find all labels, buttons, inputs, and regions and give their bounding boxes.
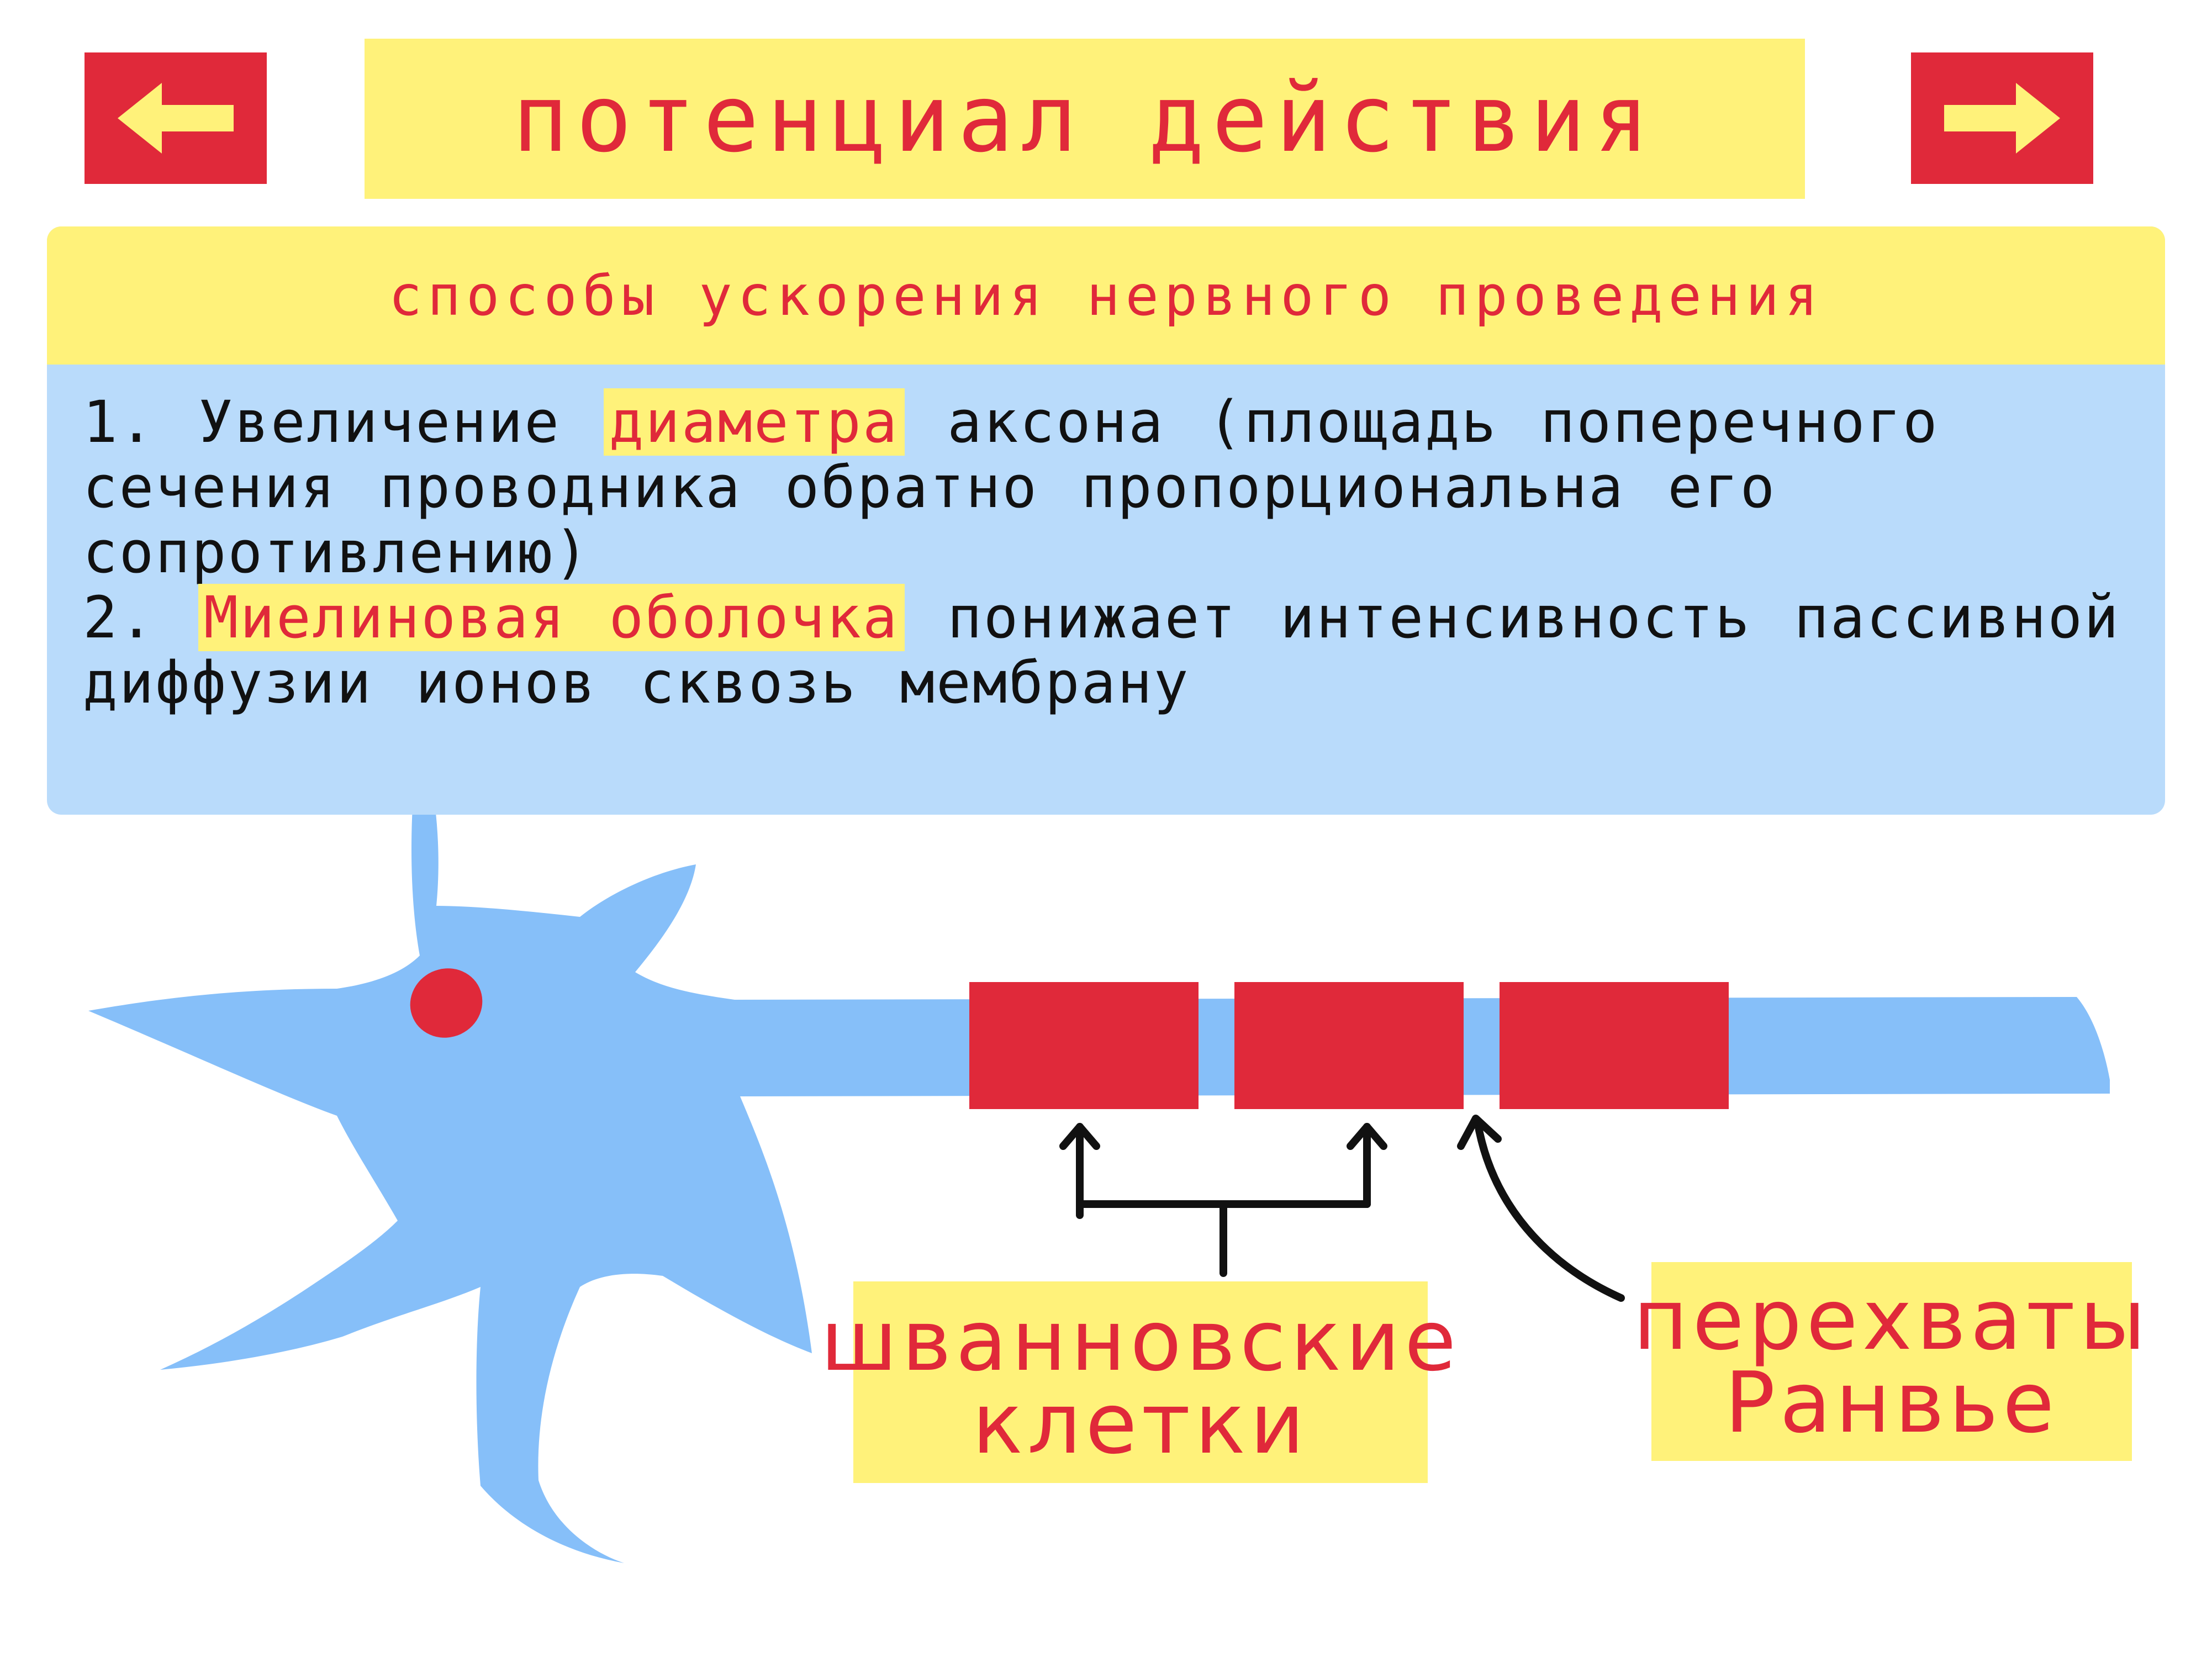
page-title: потенциал действия (512, 65, 1657, 173)
panel-body: 1. Увеличение диаметра аксона (площадь п… (47, 365, 2165, 715)
highlight-myelin: Миелиновая оболочка (198, 584, 905, 651)
arrow-left-icon (118, 83, 234, 154)
prev-slide-button[interactable] (85, 52, 267, 184)
point-diameter: 1. Увеличение диаметра аксона (площадь п… (83, 388, 2132, 586)
myelin-segment (1500, 982, 1729, 1109)
highlight-diameter: диаметра (603, 388, 905, 456)
ranvier-pointer-arrow (1457, 1115, 1625, 1302)
point-myelin: 2. Миелиновая оболочка понижает интенсив… (83, 584, 2132, 716)
point-diameter-text: аксона (площадь поперечного сечения пров… (83, 388, 1939, 586)
point-myelin-text: понижает интенсивность пассивной диффузи… (83, 584, 2120, 716)
point-myelin-prefix: 2. (83, 584, 198, 651)
title-banner: потенциал действия (365, 39, 1805, 199)
schwann-pointer-arrows (1059, 1123, 1387, 1277)
neuron-nucleus (410, 968, 483, 1038)
ranvier-label-line2: Ранвье (1724, 1354, 2059, 1452)
panel-header: способы ускорения нервного проведения (47, 226, 2165, 365)
point-diameter-prefix: 1. Увеличение (83, 388, 604, 456)
info-panel: способы ускорения нервного проведения 1.… (47, 226, 2165, 815)
schwann-cells-label: шванновские клетки (821, 1281, 1456, 1483)
ranvier-label-line1: перехваты (1633, 1271, 2151, 1369)
myelin-segment (1234, 982, 1464, 1109)
ranvier-nodes-label: перехваты Ранвье (1633, 1262, 2146, 1461)
arrow-right-icon (1944, 83, 2060, 154)
schwann-label-line2: клетки (972, 1374, 1309, 1473)
next-slide-button[interactable] (1911, 52, 2093, 184)
myelin-segment (969, 982, 1199, 1109)
schwann-label-line1: шванновские (820, 1291, 1461, 1390)
